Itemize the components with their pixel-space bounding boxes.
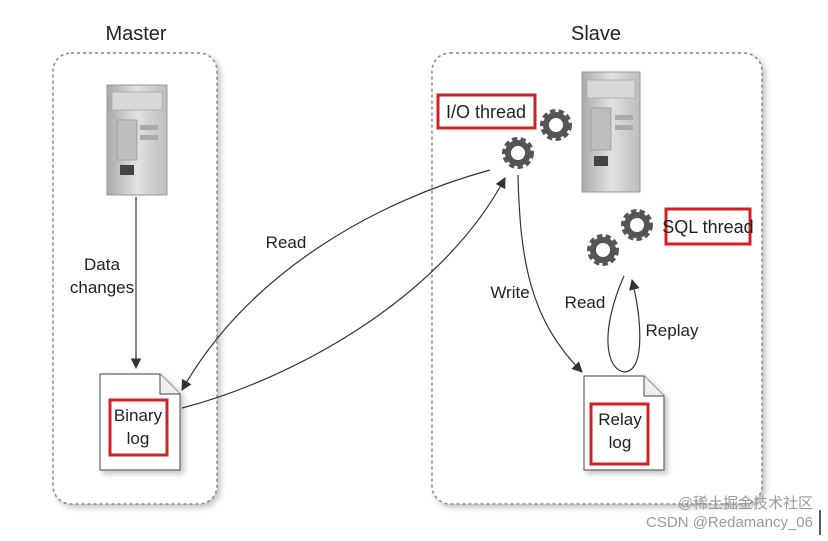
relay-log-document-icon: [583, 375, 665, 471]
relay-log-label-line1: Relay: [598, 410, 642, 429]
sql-gear-icon-small: [591, 238, 615, 262]
watermark-line2: CSDN @Redamancy_06: [646, 514, 813, 531]
watermark-line1: @稀土掘金技术社区: [678, 495, 813, 512]
io-gear-icon-small: [506, 141, 530, 165]
binary-log-highlight: [108, 398, 169, 457]
write-label: Write: [490, 283, 529, 302]
io-gear-icon-large: [544, 113, 568, 137]
write-arrow: [517, 174, 583, 373]
data-changes-label-line2: changes: [70, 278, 134, 297]
relay-log-highlight: [589, 402, 650, 466]
read-label-master: Read: [266, 233, 307, 252]
sql-thread-label: SQL thread: [662, 217, 753, 237]
slave-title: Slave: [571, 23, 621, 45]
slave-server-icon: [581, 71, 641, 193]
sql-thread-box: [664, 207, 752, 246]
read-arrow-to-binary-log: [181, 169, 491, 391]
master-server-icon: [106, 84, 168, 196]
binary-log-label-line1: Binary: [114, 406, 163, 425]
binary-log-label-line2: log: [127, 429, 150, 448]
sql-gear-icon-large: [625, 213, 649, 237]
io-thread-label: I/O thread: [446, 102, 526, 122]
master-title: Master: [105, 23, 166, 45]
binary-log-document-icon: [99, 373, 181, 471]
io-thread-box: [436, 93, 537, 130]
replay-label: Replay: [646, 321, 699, 340]
relay-log-label-line2: log: [609, 433, 632, 452]
read-replay-loop-arrow: [607, 275, 641, 373]
data-changes-label-line1: Data: [84, 255, 120, 274]
read-label-slave: Read: [565, 293, 606, 312]
read-arrow-to-io-thread: [181, 177, 506, 409]
